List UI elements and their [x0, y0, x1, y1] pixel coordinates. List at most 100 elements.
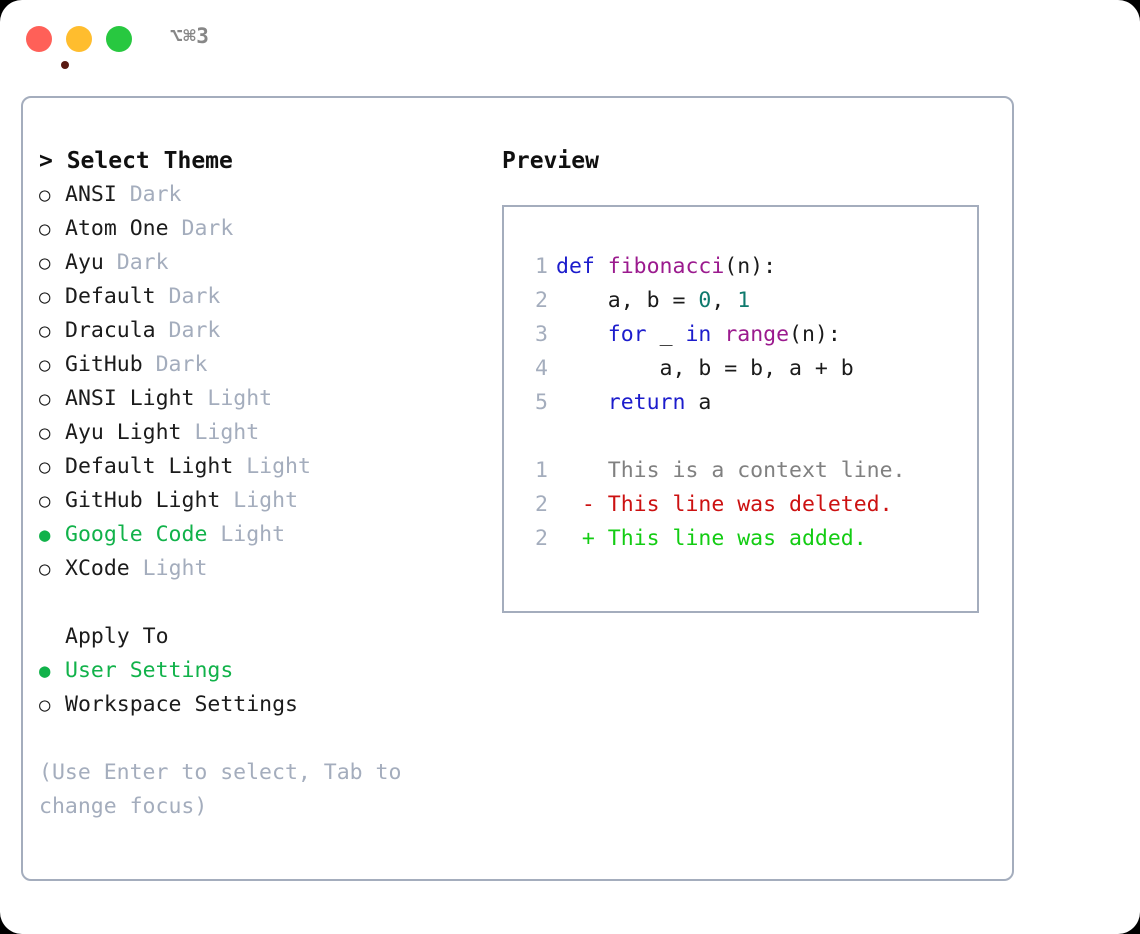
- theme-option-kind: Dark: [142, 352, 208, 377]
- code-token: a, b =: [556, 288, 699, 313]
- code-token: fibonacci: [607, 254, 725, 279]
- radio-unselected-icon[interactable]: ○: [39, 694, 51, 716]
- radio-unselected-icon[interactable]: ○: [39, 286, 51, 308]
- minimize-window-button[interactable]: [66, 26, 92, 52]
- code-token: in: [685, 322, 712, 347]
- theme-option-ansi-light[interactable]: ○ANSI Light Light: [39, 382, 469, 416]
- diff-line: 2 + This line was added.: [504, 522, 977, 556]
- theme-option-list: ○ANSI Dark○Atom One Dark○Ayu Dark○Defaul…: [39, 178, 469, 586]
- diff-line: 2 - This line was deleted.: [504, 488, 977, 522]
- theme-option-default-light[interactable]: ○ Default Light Light: [39, 450, 469, 484]
- theme-option-label: ANSI: [65, 182, 117, 207]
- theme-option-kind: Dark: [103, 250, 169, 275]
- theme-option-ayu-light[interactable]: ○Ayu Light Light: [39, 416, 469, 450]
- theme-option-label: Default Light: [65, 454, 234, 479]
- page-title: > Select Theme: [39, 148, 233, 174]
- radio-unselected-icon[interactable]: ○: [39, 354, 51, 376]
- code-line: 4 a, b = b, a + b: [504, 352, 977, 386]
- recording-indicator-icon: [61, 61, 69, 69]
- theme-option-kind: Dark: [116, 182, 182, 207]
- code-token: _: [646, 322, 686, 347]
- code-token: def: [556, 254, 608, 279]
- theme-option-kind: Dark: [155, 318, 221, 343]
- theme-option-xcode[interactable]: ○XCode Light: [39, 552, 469, 586]
- theme-list-column: > Select Theme ○ANSI Dark○Atom One Dark○…: [39, 144, 469, 824]
- apply-to-option-label: Workspace Settings: [65, 692, 298, 717]
- theme-option-google-code[interactable]: ● Google Code Light: [39, 518, 469, 552]
- code-line: 3 for _ in range(n):: [504, 318, 977, 352]
- apply-to-option-user-settings[interactable]: ● User Settings: [39, 654, 469, 688]
- radio-unselected-icon[interactable]: ○: [39, 184, 51, 206]
- code-token: a, b = b, a + b: [556, 356, 854, 381]
- radio-unselected-icon[interactable]: ○: [39, 218, 51, 240]
- theme-option-label: Ayu Light: [65, 420, 182, 445]
- code-token: (n):: [789, 322, 841, 347]
- apply-to-option-label: User Settings: [65, 658, 234, 683]
- theme-option-github-light[interactable]: ○ GitHub Light Light: [39, 484, 469, 518]
- line-number: 1: [535, 458, 548, 483]
- theme-option-label: Ayu: [65, 250, 104, 275]
- radio-unselected-icon[interactable]: ○: [39, 490, 51, 512]
- maximize-window-button[interactable]: [106, 26, 132, 52]
- theme-option-label: Atom One: [65, 216, 169, 241]
- code-token: [556, 322, 608, 347]
- radio-unselected-icon[interactable]: ○: [39, 252, 51, 274]
- code-line: 5 return a: [504, 386, 977, 420]
- theme-option-github[interactable]: ○ GitHub Dark: [39, 348, 469, 382]
- theme-option-kind: Light: [220, 488, 299, 513]
- theme-option-dracula[interactable]: ○ Dracula Dark: [39, 314, 469, 348]
- code-text: a, b = b, a + b: [548, 356, 854, 381]
- line-number: 3: [535, 322, 548, 347]
- theme-option-kind: Dark: [168, 216, 234, 241]
- code-token: 1: [737, 288, 751, 313]
- diff-text: - This line was deleted.: [556, 492, 893, 517]
- close-window-button[interactable]: [26, 26, 69, 69]
- radio-unselected-icon[interactable]: ○: [39, 422, 51, 444]
- radio-unselected-icon[interactable]: ○: [39, 388, 51, 410]
- theme-option-default[interactable]: ○Default Dark: [39, 280, 469, 314]
- apply-to-option-list: ● User Settings ○ Workspace Settings: [39, 654, 469, 722]
- apply-to-option-workspace-settings[interactable]: ○ Workspace Settings: [39, 688, 469, 722]
- radio-selected-icon[interactable]: ●: [39, 660, 51, 682]
- radio-unselected-icon[interactable]: ○: [39, 456, 51, 478]
- theme-option-label: Google Code: [65, 522, 208, 547]
- preview-heading: Preview: [502, 148, 599, 174]
- radio-selected-icon[interactable]: ●: [39, 524, 51, 546]
- code-token: ,: [711, 288, 738, 313]
- line-number: 2: [535, 526, 548, 551]
- diff-text: + This line was added.: [556, 526, 867, 551]
- radio-unselected-icon[interactable]: ○: [39, 558, 51, 580]
- theme-option-kind: Dark: [155, 284, 221, 309]
- code-text: def fibonacci(n):: [548, 254, 776, 279]
- theme-option-label: GitHub: [65, 352, 143, 377]
- theme-option-label: GitHub Light: [65, 488, 221, 513]
- theme-option-ansi[interactable]: ○ ANSI Dark: [39, 178, 469, 212]
- line-number: 1: [535, 254, 548, 279]
- theme-option-label: Dracula: [65, 318, 156, 343]
- code-token: return: [607, 390, 686, 415]
- radio-unselected-icon[interactable]: ○: [39, 320, 51, 342]
- line-number: 4: [535, 356, 548, 381]
- code-token: (n):: [724, 254, 777, 279]
- line-number: 2: [535, 288, 548, 313]
- theme-option-kind: Light: [207, 522, 286, 547]
- code-text: for _ in range(n):: [548, 322, 841, 347]
- theme-option-atom-one[interactable]: ○ Atom One Dark: [39, 212, 469, 246]
- code-text: a, b = 0, 1: [548, 288, 750, 313]
- diff-text: This is a context line.: [556, 458, 906, 483]
- code-line: 2 a, b = 0, 1: [504, 284, 977, 318]
- keyboard-shortcut-label: ⌥⌘3: [170, 24, 210, 48]
- theme-selector-panel: > Select Theme ○ANSI Dark○Atom One Dark○…: [21, 96, 1014, 881]
- code-token: range: [724, 322, 790, 347]
- title-bar: ⌥⌘3: [0, 0, 1140, 78]
- code-token: [556, 390, 608, 415]
- theme-option-ayu[interactable]: ○ Ayu Dark: [39, 246, 469, 280]
- line-number: 2: [535, 492, 548, 517]
- theme-option-kind: Light: [233, 454, 311, 479]
- theme-option-kind: Light: [194, 386, 273, 411]
